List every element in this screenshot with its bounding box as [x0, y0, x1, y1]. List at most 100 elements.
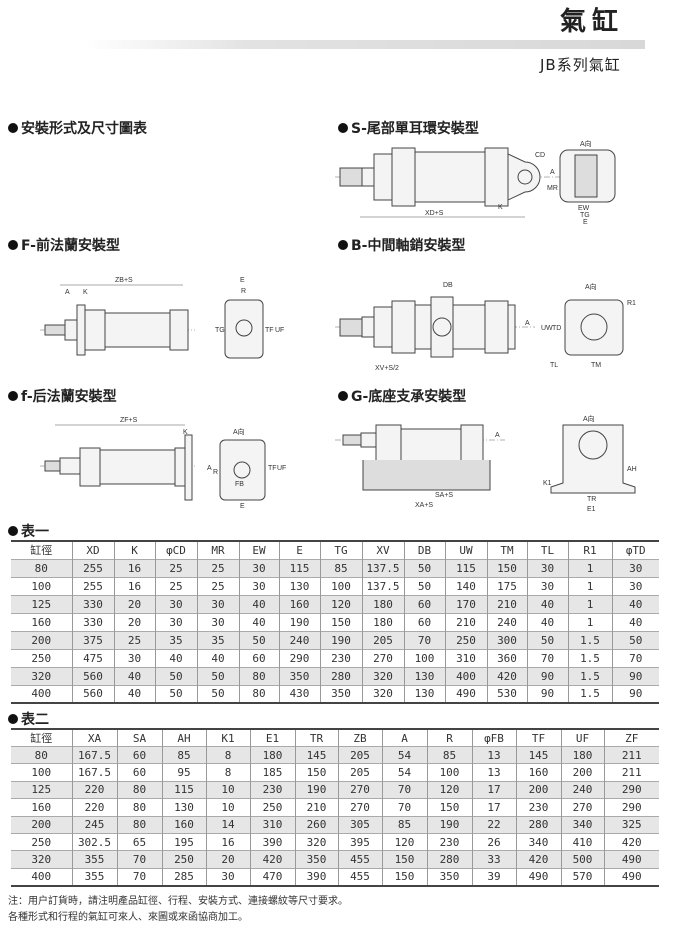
label-e: E [583, 219, 588, 226]
table-cell: 320 [294, 833, 338, 851]
bore-cell: 80 [34, 561, 48, 575]
table-cell: 390 [249, 833, 295, 851]
table-cell: 100 [319, 577, 362, 595]
table-cell: 490 [603, 868, 659, 886]
table-cell: 40 [611, 613, 659, 631]
table-cell: 430 [278, 685, 320, 703]
bullet-icon [338, 391, 348, 401]
table-cell: 150 [381, 850, 427, 869]
table-cell: 50 [403, 559, 445, 577]
table-cell: 80 [238, 667, 279, 685]
s-type-drawing: CD MR A K XD+S A向 EW TG E [335, 139, 616, 226]
label-a: A [550, 169, 555, 176]
table-cell: 115 [278, 559, 320, 577]
table-cell: 25 [196, 559, 239, 577]
table-cell: 185 [249, 763, 295, 782]
table-cell: 115 [161, 781, 206, 799]
table-cell: 270 [337, 781, 382, 799]
table-cell: 310 [444, 649, 487, 667]
table-cell: 305 [337, 816, 382, 834]
table-cell: 330 [71, 613, 114, 631]
table-cell: 70 [403, 631, 445, 649]
table-cell: 20 [113, 595, 155, 613]
table-cell: 290 [603, 798, 659, 817]
label-r1: R1 [627, 300, 636, 307]
table-cell: 39 [471, 868, 516, 886]
table-cell: 70 [381, 798, 427, 817]
label-r: R [241, 288, 246, 295]
table-cell: 190 [294, 781, 338, 799]
label-ew: EW [578, 205, 590, 212]
section-b-type: B-中間軸銷安裝型 [338, 235, 465, 255]
table-cell: 120 [426, 781, 472, 799]
label-k: K [183, 429, 188, 436]
column-header: XD [71, 541, 114, 559]
header-band [85, 40, 645, 49]
bullet-icon [8, 240, 18, 250]
table-cell: 250 [249, 798, 295, 817]
table-cell: 245 [71, 816, 117, 834]
table-cell: 25 [154, 559, 197, 577]
section-s-type-label: S-尾部單耳環安裝型 [351, 121, 479, 137]
table-cell: 490 [515, 868, 561, 886]
table-cell: 85 [381, 816, 427, 834]
table-cell: 560 [71, 685, 114, 703]
section-f-type-label: F-前法蘭安裝型 [21, 238, 120, 254]
table-cell: 1.5 [567, 649, 612, 667]
column-header: K1 [205, 729, 250, 747]
table-cell: 90 [526, 667, 568, 685]
table-cell: 100 [426, 763, 472, 782]
table-cell: 340 [515, 833, 561, 851]
table-cell: 70 [611, 649, 659, 667]
label-uf: UF [277, 465, 286, 472]
section-overview: 安裝形式及尺寸圖表 [8, 118, 147, 138]
table-cell: 340 [560, 816, 604, 834]
table-cell: 410 [560, 833, 604, 851]
table-cell: 285 [161, 868, 206, 886]
table-cell: 40 [113, 685, 155, 703]
label-a: A [525, 320, 530, 327]
table-cell: 475 [71, 649, 114, 667]
table-cell: 30 [205, 868, 250, 886]
bullet-icon [8, 714, 18, 724]
table-cell: 210 [294, 798, 338, 817]
label-a: A [207, 465, 212, 472]
table-cell: 70 [116, 868, 162, 886]
table-cell: 20 [113, 613, 155, 631]
table-cell: 375 [71, 631, 114, 649]
table-cell: 530 [486, 685, 527, 703]
table-cell: 1.5 [567, 685, 612, 703]
table-cell: 137.5 [361, 577, 404, 595]
table-cell: 270 [361, 649, 404, 667]
column-header: TR [294, 729, 338, 747]
table-cell: 90 [611, 667, 659, 685]
column-header: φFB [471, 729, 516, 747]
label-k: K [498, 204, 503, 211]
table-cell: 320 [361, 667, 404, 685]
f-type-drawing: ZB+S A K E R TG TF UF [40, 277, 284, 359]
bore-cell: 320 [31, 669, 52, 683]
table-cell: 8 [205, 746, 250, 764]
bore-cell: 125 [31, 597, 52, 611]
table-cell: 50 [611, 631, 659, 649]
column-header: TL [526, 541, 568, 559]
column-header: XV [361, 541, 404, 559]
label-fb: FB [235, 481, 244, 488]
table-cell: 40 [611, 595, 659, 613]
label-a-direction: A向 [583, 414, 595, 423]
table-cell: 80 [116, 781, 162, 799]
column-header: MR [196, 541, 239, 559]
table-cell: 1 [567, 613, 612, 631]
table-cell: 190 [426, 816, 472, 834]
table-cell: 290 [603, 781, 659, 799]
label-a: A [495, 432, 500, 439]
page-title: 氣缸 [560, 7, 625, 37]
table-cell: 160 [161, 816, 206, 834]
label-tr: TR [587, 496, 596, 503]
table-cell: 280 [319, 667, 362, 685]
